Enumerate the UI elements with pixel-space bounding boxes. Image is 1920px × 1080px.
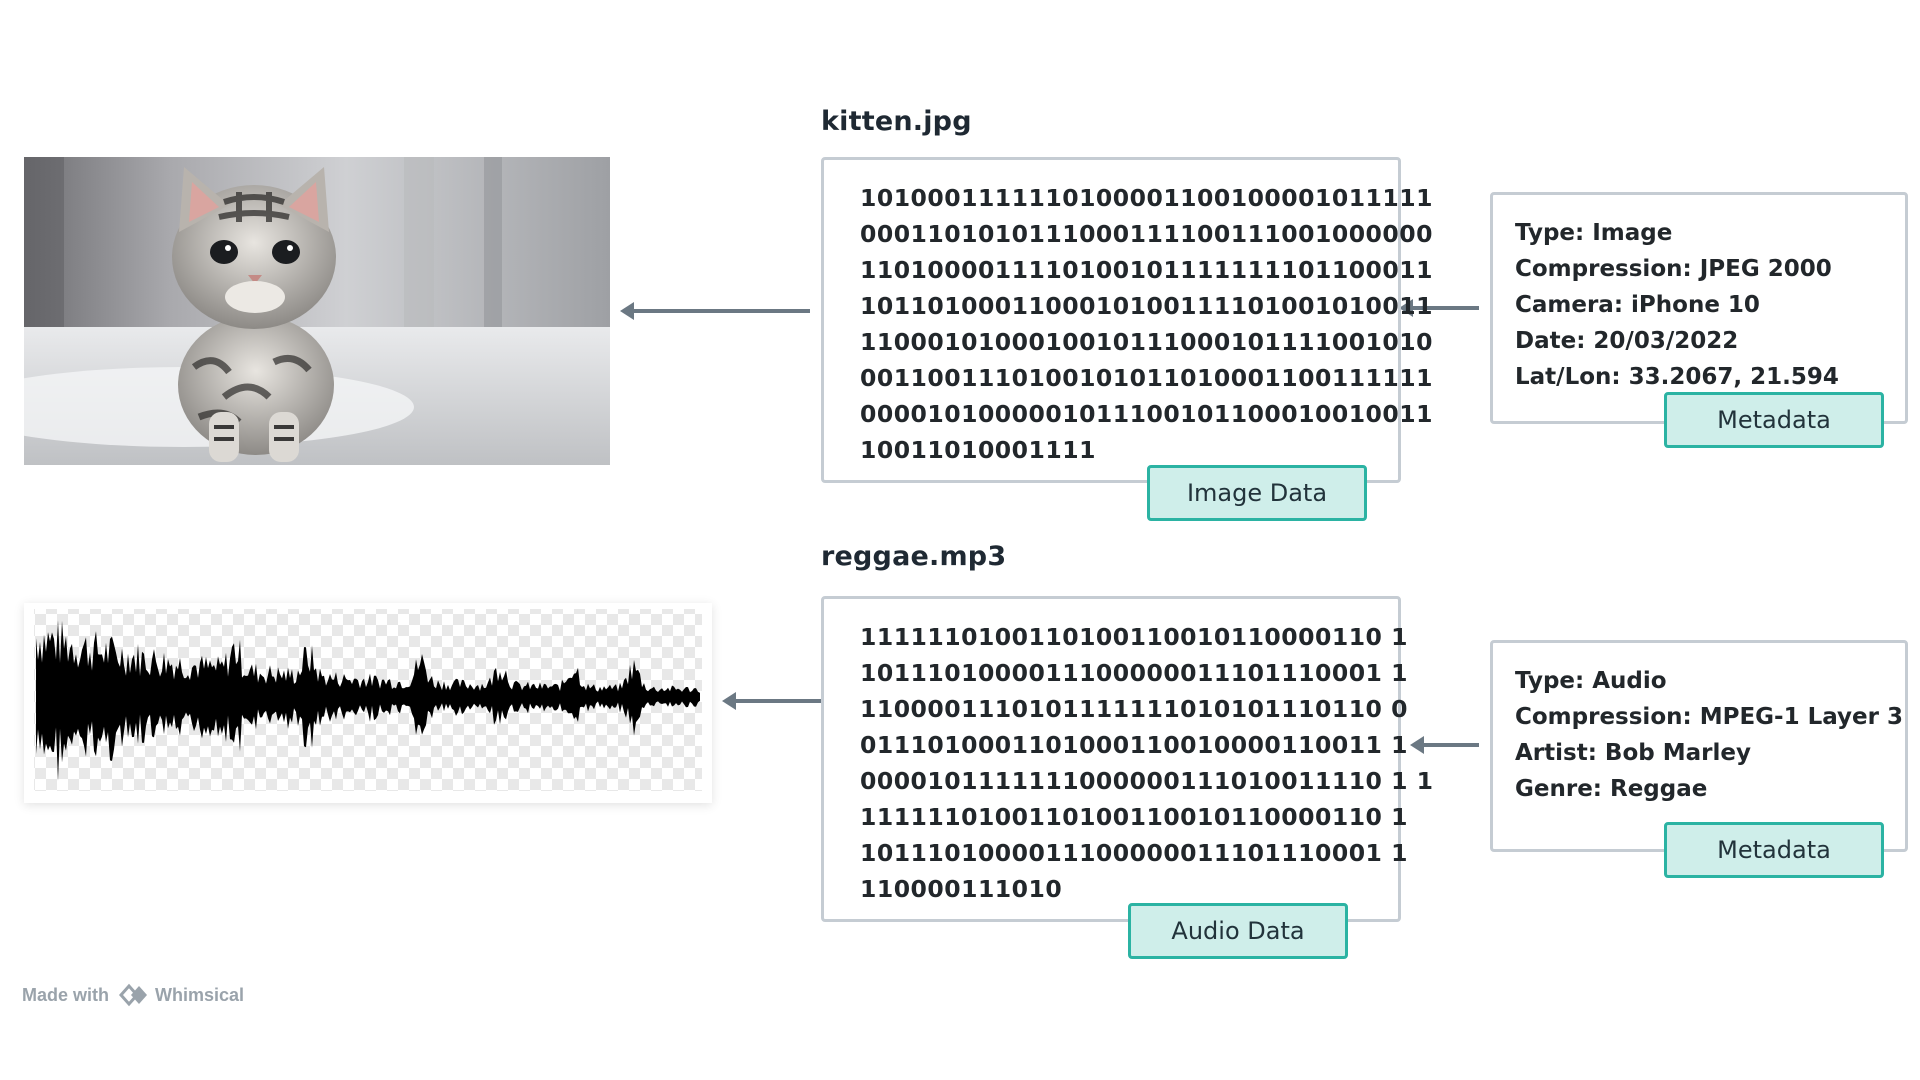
metadata-line: Camera: iPhone 10 xyxy=(1515,292,1760,318)
binary-line: 1111110100110100110010110000110 1 xyxy=(860,803,1408,831)
binary-line: 1100010100010010111000101111001010 xyxy=(860,328,1433,356)
binary-line: 0000101000001011100101100010010011 xyxy=(860,400,1433,428)
binary-line: 0000101111111000000111010011110 1 1 xyxy=(860,767,1434,795)
binary-line: 10011010001111 xyxy=(860,436,1096,464)
audio-metadata-box: Type: Audio Compression: MPEG-1 Layer 3 … xyxy=(1490,640,1908,852)
binary-line: 1111110100110100110010110000110 1 xyxy=(860,623,1408,651)
image-data-tag: Image Data xyxy=(1147,465,1367,521)
audio-binary-box: 1111110100110100110010110000110 1 101110… xyxy=(821,596,1434,922)
whimsical-watermark[interactable]: Made with Whimsical xyxy=(22,982,244,1008)
audio-metadata-tag: Metadata xyxy=(1664,822,1884,878)
waveform-card xyxy=(24,603,712,803)
binary-line: 1011101000011100000011101110001 1 xyxy=(860,839,1408,867)
metadata-line: Compression: JPEG 2000 xyxy=(1515,256,1832,282)
metadata-line: Artist: Bob Marley xyxy=(1515,740,1751,766)
image-metadata-tag: Metadata xyxy=(1664,392,1884,448)
made-with-text: Made with xyxy=(22,984,110,1005)
binary-line: 0001101010111000111100111001000000 xyxy=(860,220,1433,248)
arrow-image-metadata-to-data xyxy=(1399,299,1479,317)
binary-line: 0111010001101000110010000110011 1 xyxy=(860,731,1408,759)
waveform-drawing xyxy=(34,609,702,791)
metadata-line: Lat/Lon: 33.2067, 21.594 xyxy=(1515,364,1839,390)
audio-data-tag: Audio Data xyxy=(1128,903,1348,959)
metadata-line: Type: Image xyxy=(1515,220,1673,246)
arrow-audio-data-to-waveform xyxy=(722,692,823,710)
image-filename: kitten.jpg xyxy=(821,106,972,137)
binary-line: 1101000011110100101111111101100011 xyxy=(860,256,1433,284)
metadata-line: Compression: MPEG-1 Layer 3 xyxy=(1515,704,1904,730)
metadata-line: Genre: Reggae xyxy=(1515,776,1708,802)
kitten-photo xyxy=(24,157,610,465)
metadata-line: Type: Audio xyxy=(1515,668,1667,694)
image-metadata-box: Type: Image Compression: JPEG 2000 Camer… xyxy=(1490,192,1908,424)
binary-line: 0011001110100101011010001100111111 xyxy=(860,364,1433,392)
audio-filename: reggae.mp3 xyxy=(821,541,1007,572)
metadata-line: Date: 20/03/2022 xyxy=(1515,328,1739,354)
arrow-audio-metadata-to-data xyxy=(1410,736,1479,754)
kitten-image-drawing xyxy=(24,157,610,465)
whimsical-brand-text: Whimsical xyxy=(155,984,245,1005)
binary-line: 110000111010 xyxy=(860,875,1063,903)
binary-line: 1011010001100010100111101001010011 xyxy=(860,292,1433,320)
binary-line: 1010001111110100001100100001011111 xyxy=(860,184,1433,212)
image-binary-box: 1010001111110100001100100001011111 00011… xyxy=(821,157,1433,483)
binary-line: 1011101000011100000011101110001 1 xyxy=(860,659,1408,687)
binary-line: 1100001110101111111010101110110 0 xyxy=(860,695,1408,723)
arrow-image-data-to-photo xyxy=(620,302,810,320)
whimsical-logo-icon xyxy=(119,983,148,1007)
